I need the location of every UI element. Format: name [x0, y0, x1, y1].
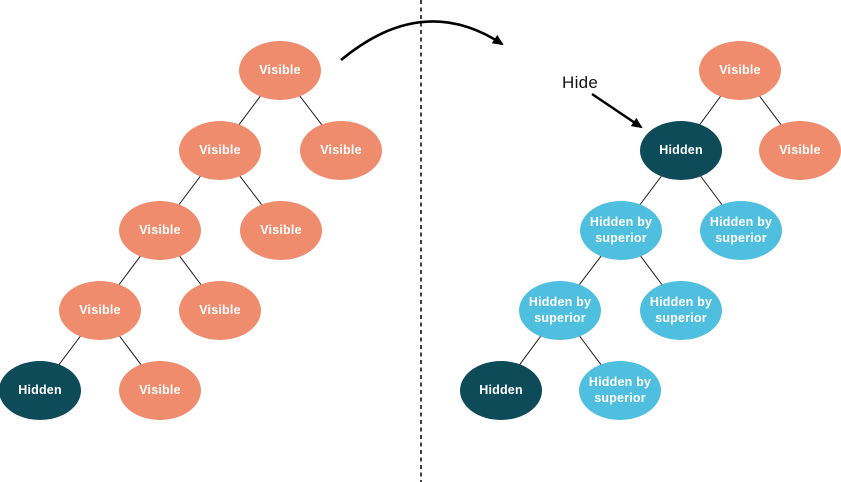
tree-edge	[159, 149, 221, 231]
hide-annotation-label: Hide	[562, 73, 599, 92]
tree-edge	[219, 149, 282, 231]
hide-pointer-arrow	[591, 93, 643, 129]
tree-edge	[159, 229, 221, 311]
transform-arrow	[340, 20, 504, 62]
tree-edge	[680, 69, 741, 151]
tree-edge	[559, 229, 622, 311]
tree-edge	[99, 229, 161, 311]
tree-edge	[739, 69, 801, 151]
tree-edge	[620, 229, 682, 311]
tree-edge	[219, 69, 281, 151]
tree-edge	[559, 309, 621, 391]
tree-edge	[279, 69, 342, 151]
tree-edge	[99, 309, 161, 391]
tree-edge	[620, 149, 682, 231]
tree-edge	[680, 149, 742, 231]
tree-edges	[39, 69, 801, 391]
tree-edge	[39, 309, 101, 391]
tree-edge	[500, 309, 561, 391]
